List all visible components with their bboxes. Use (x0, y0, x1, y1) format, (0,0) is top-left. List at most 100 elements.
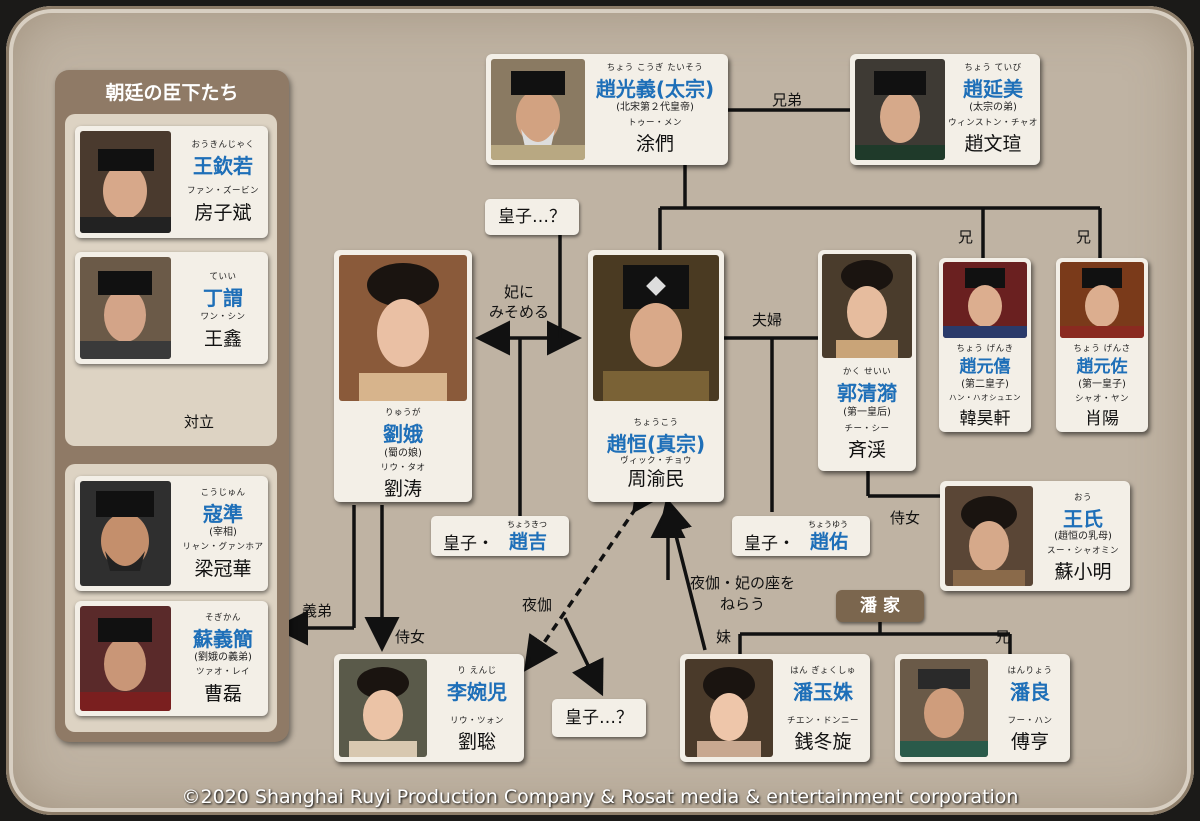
label-yagi-throne-line1: 夜伽・妃の座を (690, 574, 796, 592)
actor-name: 劉聡 (457, 731, 497, 753)
pan-family-badge: 潘 家 (836, 590, 924, 622)
name-furigana: り えんじ (457, 666, 497, 676)
label-consort-line2: みそめる (489, 303, 550, 321)
name-furigana: おうきんじゃく (191, 140, 255, 150)
card-su-yijian[interactable]: そぎかん 蘇義簡 (劉娥の義弟) ツァオ・レイ 曹磊 (75, 601, 268, 716)
prince-furigana: ちょうゆう (808, 520, 848, 529)
portrait-photo (685, 659, 773, 757)
character-name: 丁謂 (203, 286, 243, 310)
actor-furigana: チー・シー (844, 424, 890, 434)
portrait-photo (80, 606, 171, 711)
actor-furigana: ヴィック・チョウ (620, 456, 692, 466)
card-wang-shi[interactable]: おう 王氏 (趙恒の乳母) スー・シャオミン 蘇小明 (940, 481, 1130, 591)
card-zhao-tingmei[interactable]: ちょう ていび 趙延美 (太宗の弟) ウィンストン・チャオ 趙文瑄 (850, 54, 1040, 165)
name-furigana: そぎかん (204, 613, 242, 623)
card-guo-qingyi[interactable]: かく せいい 郭清漪 (第一皇后) チー・シー 斉渓 (818, 250, 916, 471)
portrait-photo (943, 262, 1027, 338)
copyright-notice: ©2020 Shanghai Ruyi Production Company &… (181, 786, 1019, 808)
card-wang-qinruo[interactable]: おうきんじゃく 王欽若 ファン・ズービン 房子斌 (75, 126, 268, 238)
unknown-prince-top: 皇子…？ (485, 199, 579, 235)
portrait-photo (822, 254, 912, 358)
character-name: 李婉児 (447, 680, 507, 704)
actor-name: 傅亨 (1010, 731, 1050, 753)
name-furigana: ちょう げんさ (1073, 344, 1131, 354)
label-oppose: 対立 (184, 413, 215, 431)
actor-name: 肖陽 (1085, 409, 1119, 429)
unknown-prince-bottom: 皇子…？ (552, 699, 646, 737)
portrait-photo (339, 255, 467, 401)
label-elder-1: 兄 (958, 228, 974, 246)
actor-furigana: ワン・シン (200, 312, 246, 322)
label-brothers: 兄弟 (772, 91, 803, 109)
character-role: (宰相) (209, 527, 237, 538)
label-consort-line1: 妃に (504, 283, 535, 301)
actor-furigana: リウ・ツォン (449, 716, 505, 726)
character-name: 趙恒(真宗) (606, 432, 706, 456)
actor-furigana: ファン・ズービン (186, 186, 260, 196)
character-name: 潘玉姝 (793, 680, 853, 704)
name-furigana: はんりょう (1007, 666, 1053, 676)
label-maid-wang: 侍女 (890, 509, 921, 527)
label-yagi-throne-line2: ねらう (720, 595, 766, 613)
card-zhao-yuanxi[interactable]: ちょう げんき 趙元僖 (第二皇子) ハン・ハオシュエン 韓昊軒 (939, 258, 1031, 432)
name-furigana: かく せいい (842, 367, 892, 377)
character-role: (蜀の娘) (384, 448, 422, 459)
actor-furigana: シャオ・ヤン (1074, 394, 1130, 404)
actor-name: 周渝民 (627, 468, 685, 490)
card-liu-e[interactable]: りゅうが 劉娥 (蜀の娘) リウ・タオ 劉涛 (334, 250, 472, 502)
character-name: 劉娥 (383, 422, 423, 446)
card-zhao-guangyi[interactable]: ちょう こうぎ たいそう 趙光義(太宗) (北宋第２代皇帝) トゥー・メン 涂們 (486, 54, 728, 165)
label-consort: 妃に みそめる (489, 282, 549, 322)
character-role: (第一皇后) (843, 407, 891, 418)
card-pan-liang[interactable]: はんりょう 潘良 フー・ハン 傅亨 (895, 654, 1070, 762)
prince-furigana: ちょうきつ (507, 520, 547, 529)
character-role: (趙恒の乳母) (1054, 531, 1112, 542)
character-name: 趙光義(太宗) (595, 77, 715, 101)
actor-name: 斉渓 (847, 439, 887, 461)
prince-name: 趙吉 (509, 531, 548, 553)
character-name: 寇準 (203, 502, 243, 526)
actor-name: 劉涛 (383, 478, 423, 500)
portrait-photo (80, 131, 171, 233)
panel-title: 朝廷の臣下たち (105, 82, 239, 104)
name-furigana: ちょう げんき (956, 344, 1014, 354)
character-name: 王欽若 (193, 154, 253, 178)
name-furigana: はん ぎょくしゅ (790, 666, 856, 676)
character-name: 趙元佐 (1076, 357, 1128, 377)
label-sister: 妹 (716, 628, 732, 646)
portrait-photo (945, 486, 1033, 586)
label-maid-li: 侍女 (395, 628, 426, 646)
name-furigana: ていい (209, 272, 237, 282)
card-pan-yuzhu[interactable]: はん ぎょくしゅ 潘玉姝 チエン・ドンニー 銭冬旋 (680, 654, 870, 762)
name-furigana: ちょう こうぎ たいそう (606, 63, 704, 73)
portrait-photo (855, 59, 945, 160)
actor-name: 涂們 (635, 133, 675, 155)
name-furigana: ちょう ていび (964, 63, 1022, 73)
actor-furigana: ウィンストン・チャオ (948, 118, 1038, 128)
portrait-photo (593, 255, 719, 401)
card-ding-wei[interactable]: ていい 丁謂 ワン・シン 王鑫 (75, 252, 268, 364)
actor-furigana: トゥー・メン (627, 118, 683, 128)
portrait-photo (80, 257, 171, 359)
prince-prefix: 皇子・ (744, 534, 795, 554)
character-name: 郭清漪 (837, 381, 897, 405)
character-name: 蘇義簡 (193, 627, 253, 651)
character-role: (北宋第２代皇帝) (616, 102, 694, 113)
card-li-wan-er[interactable]: り えんじ 李婉児 リウ・ツォン 劉聡 (334, 654, 524, 762)
actor-furigana: リウ・タオ (380, 463, 426, 473)
actor-name: 梁冠華 (194, 558, 252, 580)
card-zhao-heng[interactable]: ちょうこう 趙恒(真宗) ヴィック・チョウ 周渝民 (588, 250, 724, 502)
actor-name: 曹磊 (203, 683, 243, 705)
actor-name: 蘇小明 (1054, 561, 1112, 583)
actor-name: 銭冬旋 (794, 731, 852, 753)
name-furigana: りゅうが (384, 408, 422, 418)
portrait-photo (80, 481, 171, 586)
portrait-photo (900, 659, 988, 757)
card-kou-zhun[interactable]: こうじゅん 寇準 (宰相) リャン・グァンホア 梁冠華 (75, 476, 268, 591)
label-elder-2: 兄 (1076, 228, 1092, 246)
card-zhao-yuanzuo[interactable]: ちょう げんさ 趙元佐 (第一皇子) シャオ・ヤン 肖陽 (1056, 258, 1148, 432)
label-couple: 夫婦 (752, 311, 783, 329)
character-role: (太宗の弟) (969, 102, 1017, 113)
label-sworn-brother: 義弟 (302, 602, 333, 620)
prince-zhao-you: ちょうゆう 皇子・ 趙佑 (732, 516, 870, 556)
